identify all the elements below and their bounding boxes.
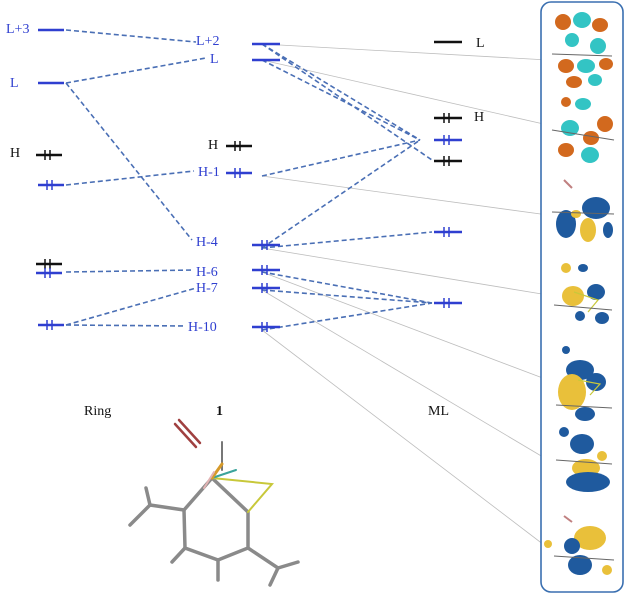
complex-level-label-l2: L+2 — [196, 34, 220, 49]
ring-level-label-l: L — [10, 76, 19, 91]
orbital-isosurface-4 — [553, 263, 613, 324]
ring-energy-levels — [36, 28, 64, 327]
orbital-leader-lines — [261, 43, 549, 549]
complex-level-label-h7: H-7 — [196, 281, 218, 296]
ml-column-label: ML — [428, 404, 449, 419]
complex-level-label-h4: H-4 — [196, 235, 218, 250]
orbital-isosurface-7 — [544, 515, 615, 575]
ring-level-label-h: H — [10, 146, 21, 161]
complex-energy-levels — [226, 42, 280, 329]
ring-level-label-l3: L+3 — [6, 22, 30, 37]
compound-number-label: 1 — [216, 404, 223, 419]
ml-energy-levels — [434, 40, 462, 305]
complex-level-label-h10: H-10 — [188, 320, 217, 335]
ml-level-label-h: H — [474, 110, 485, 125]
orbital-isosurface-5 — [555, 346, 613, 421]
correlation-dashed-lines — [65, 29, 433, 331]
complex-level-label-l: L — [210, 52, 219, 67]
electron-pair-ticks — [44, 113, 450, 332]
orbital-isosurface-1 — [551, 12, 613, 88]
complex-level-label-h1: H-1 — [198, 165, 220, 180]
orbital-isosurface-6 — [555, 427, 613, 492]
orbital-isosurface-3 — [551, 179, 615, 242]
ml-level-label-l: L — [476, 36, 485, 51]
ring-column-label: Ring — [84, 404, 112, 419]
complex-level-label-h: H — [208, 138, 219, 153]
orbital-isosurface-2 — [551, 97, 615, 163]
complex-level-label-h6: H-6 — [196, 265, 218, 280]
molecule-structure — [128, 418, 300, 587]
